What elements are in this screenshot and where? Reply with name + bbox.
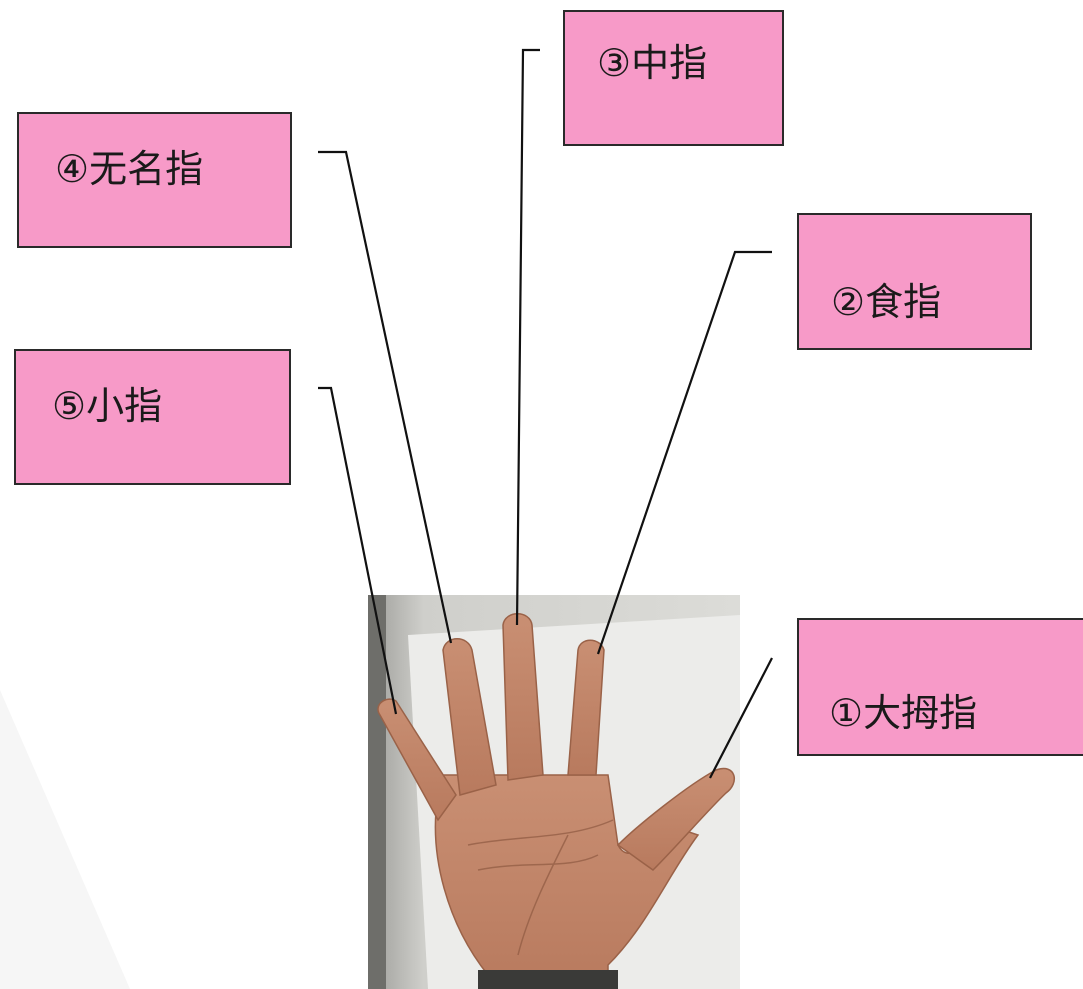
label-thumb: ①大拇指 bbox=[797, 618, 1083, 756]
label-little-finger: ⑤小指 bbox=[14, 349, 291, 485]
label-thumb-text: ①大拇指 bbox=[829, 691, 978, 735]
label-ring-finger: ④无名指 bbox=[17, 112, 292, 248]
label-index-finger: ②食指 bbox=[797, 213, 1032, 350]
label-middle-finger: ③中指 bbox=[563, 10, 784, 146]
hand-photo bbox=[368, 595, 740, 989]
label-ring-finger-text: ④无名指 bbox=[55, 147, 204, 191]
label-little-finger-text: ⑤小指 bbox=[52, 384, 163, 428]
label-middle-finger-text: ③中指 bbox=[597, 41, 708, 85]
label-index-finger-text: ②食指 bbox=[831, 280, 942, 324]
